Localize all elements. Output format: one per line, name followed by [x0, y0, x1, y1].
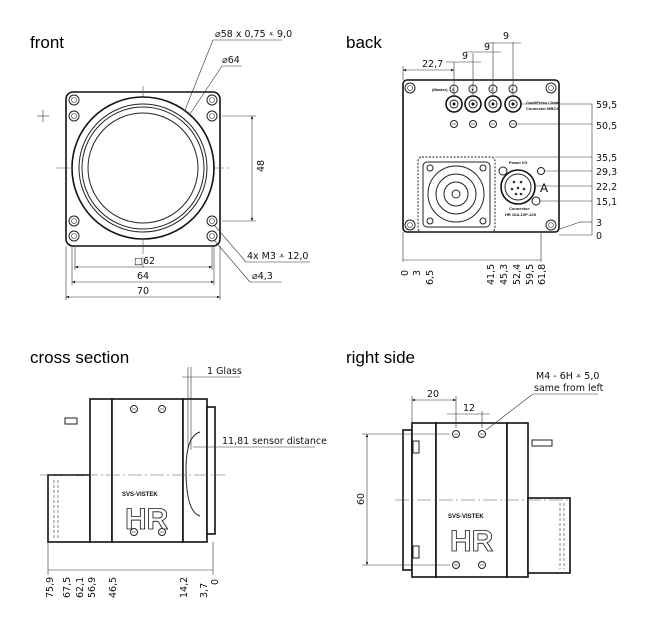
- front-diameter-64: ⌀64: [222, 55, 240, 66]
- svg-text:0: 0: [596, 231, 602, 242]
- svg-text:Power I/O: Power I/O: [509, 160, 527, 165]
- front-aperture: [87, 112, 199, 224]
- svg-text:59,5: 59,5: [525, 264, 536, 285]
- svg-text:22,7: 22,7: [422, 59, 443, 70]
- svg-text:3,7: 3,7: [199, 583, 210, 598]
- marker-a: A: [540, 181, 548, 195]
- svg-text:0: 0: [400, 270, 411, 276]
- cross-section-title: cross section: [30, 348, 129, 367]
- thread-callout: M4 - 6H ⩡ 5,0: [536, 371, 599, 382]
- svg-text:46,5: 46,5: [108, 577, 119, 598]
- back-title: back: [346, 33, 382, 52]
- front-dim-48: 48: [256, 160, 267, 172]
- glass-label: 1 Glass: [207, 366, 242, 377]
- svg-text:9: 9: [503, 31, 509, 42]
- svg-text:3: 3: [412, 270, 423, 276]
- svg-text:67,5: 67,5: [62, 577, 73, 598]
- cooling-nozzle: [531, 439, 553, 447]
- svg-text:Connector:: Connector:: [509, 206, 530, 211]
- svg-text:3: 3: [511, 87, 514, 92]
- svg-text:45,3: 45,3: [499, 264, 510, 285]
- front-hole-callout: ⌀4,3: [252, 271, 273, 282]
- front-view: front ⌀58 x 0,75 ⩡ 9,0 ⌀64 48 4x M3 ⩡ 12…: [30, 29, 310, 300]
- svg-text:3: 3: [596, 218, 602, 229]
- svg-text:Connector MBCX: Connector MBCX: [526, 106, 559, 111]
- thread-note: same from left: [534, 383, 604, 394]
- svg-text:15,1: 15,1: [596, 197, 617, 208]
- camera-body: [111, 398, 184, 543]
- svg-text:62,1: 62,1: [75, 577, 86, 598]
- front-title: front: [30, 33, 64, 52]
- svg-text:50,5: 50,5: [596, 121, 617, 132]
- front-screw-callout: 4x M3 ⩡ 12,0: [247, 251, 308, 262]
- svg-text:56,9: 56,9: [87, 577, 98, 598]
- fan-box: [527, 497, 571, 574]
- dim-60: 60: [356, 493, 367, 505]
- svg-text:SVS-VISTEK: SVS-VISTEK: [122, 492, 158, 498]
- dim-20: 20: [427, 389, 439, 400]
- svg-text:6,5: 6,5: [425, 270, 436, 285]
- svg-text:14,2: 14,2: [179, 577, 190, 598]
- right-side-view: right side SVS-VISTEK HR 60 20 12 M4 - 6…: [346, 348, 604, 578]
- right-side-title: right side: [346, 348, 415, 367]
- fan-grille: [417, 156, 496, 233]
- sensor-distance-label: 11,81 sensor distance: [222, 436, 327, 447]
- back-view: back 0 1 2 3 (Master) CoaXPress / Data C…: [346, 31, 617, 285]
- svg-text:0: 0: [210, 579, 221, 585]
- front-dim-70: 70: [137, 286, 149, 297]
- master-label: (Master): [432, 87, 448, 92]
- svg-text:1: 1: [471, 87, 474, 92]
- svg-text:35,5: 35,5: [596, 153, 617, 164]
- svg-text:75,9: 75,9: [45, 577, 56, 598]
- back-bottom-dims: 0 3 6,5 41,5 45,3 52,4 59,5 61,8: [400, 232, 548, 285]
- back-top-dims: 22,7 9 9 9: [402, 31, 521, 96]
- svg-text:41,5: 41,5: [486, 264, 497, 285]
- dim-12: 12: [463, 403, 475, 414]
- cooling-nozzle: [64, 417, 78, 425]
- svg-text:29,3: 29,3: [596, 167, 617, 178]
- svg-text:9: 9: [462, 51, 468, 62]
- svg-text:2: 2: [491, 87, 494, 92]
- svg-text:SVS-VISTEK: SVS-VISTEK: [448, 514, 484, 520]
- back-right-dims: 59,5 50,5 35,5 29,3 22,2 15,1 3 0: [495, 100, 617, 242]
- svg-text:61,8: 61,8: [537, 264, 548, 285]
- svg-text:9: 9: [484, 42, 490, 53]
- svg-text:CoaXPress / Data: CoaXPress / Data: [526, 100, 560, 105]
- hr-logo: HR: [450, 525, 494, 558]
- svg-text:59,5: 59,5: [596, 100, 617, 111]
- front-dim-62: □62: [134, 256, 155, 267]
- svg-text:0: 0: [452, 87, 455, 92]
- svg-text:HR 10A-10P-12S: HR 10A-10P-12S: [505, 212, 536, 217]
- front-dim-64: 64: [137, 271, 149, 282]
- hr-logo: HR: [125, 503, 169, 536]
- power-connector: Power I/O Connector: HR 10A-10P-12S A: [498, 160, 548, 217]
- front-thread-callout: ⌀58 x 0,75 ⩡ 9,0: [215, 29, 292, 40]
- svg-text:52,4: 52,4: [512, 264, 523, 285]
- cross-section-view: cross section SVS-VISTEK HR 1 Glass 11,8…: [30, 348, 327, 598]
- front-mount-outer: [71, 96, 215, 240]
- svg-text:22,2: 22,2: [596, 182, 617, 193]
